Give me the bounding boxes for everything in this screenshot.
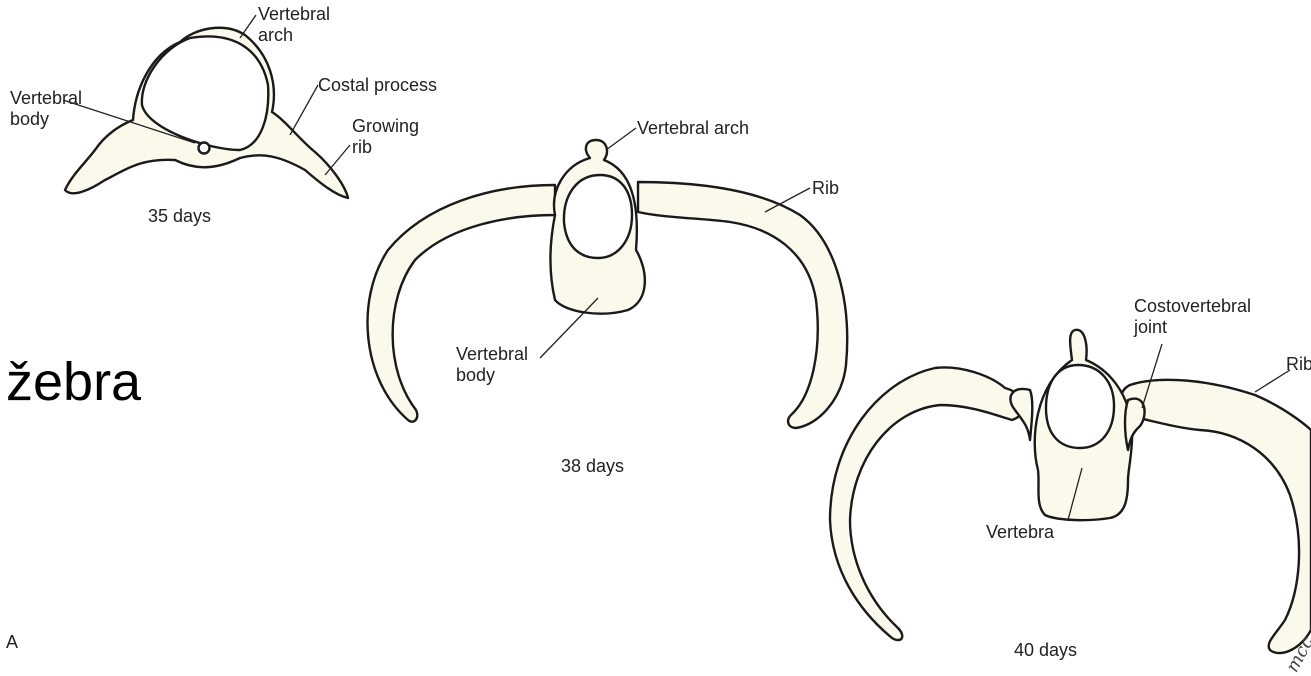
stage-label-38: 38 days [561,456,624,477]
label-costovertebral-joint-40: Costovertebral joint [1134,296,1251,338]
label-vertebral-body-38: Vertebral body [456,344,528,386]
label-vertebral-arch-35: Vertebral arch [258,4,330,46]
rib-38-left [368,185,555,422]
label-vertebral-arch-38: Vertebral arch [637,118,749,139]
label-growing-rib-35: Growing rib [352,116,419,158]
notochord-remnant-35 [199,143,210,154]
label-rib-40: Rib [1286,354,1311,375]
leader-rib-40 [1255,370,1290,392]
costovertebral-joint-right [1125,399,1145,450]
rib-40-left [830,367,1024,640]
stage-label-35: 35 days [148,206,211,227]
slide-title: žebra [6,352,141,412]
label-costal-process-35: Costal process [318,75,437,96]
leader-vertebral-arch-38 [606,128,636,150]
panel-letter: A [6,632,18,653]
vertebra-40-days [830,330,1311,653]
neural-canal-40 [1046,365,1114,448]
neural-canal-38 [564,175,632,258]
vertebra-38-days [368,128,848,428]
label-vertebra-40: Vertebra [986,522,1054,543]
rib-40-right [1121,380,1311,653]
label-vertebral-body-35: Vertebral body [10,88,82,130]
leader-costal-process-35 [290,85,318,135]
leader-vertebral-arch-35 [240,15,256,38]
stage-label-40: 40 days [1014,640,1077,661]
rib-38-right [638,182,847,428]
label-rib-38: Rib [812,178,839,199]
leader-growing-rib-35 [325,145,350,175]
